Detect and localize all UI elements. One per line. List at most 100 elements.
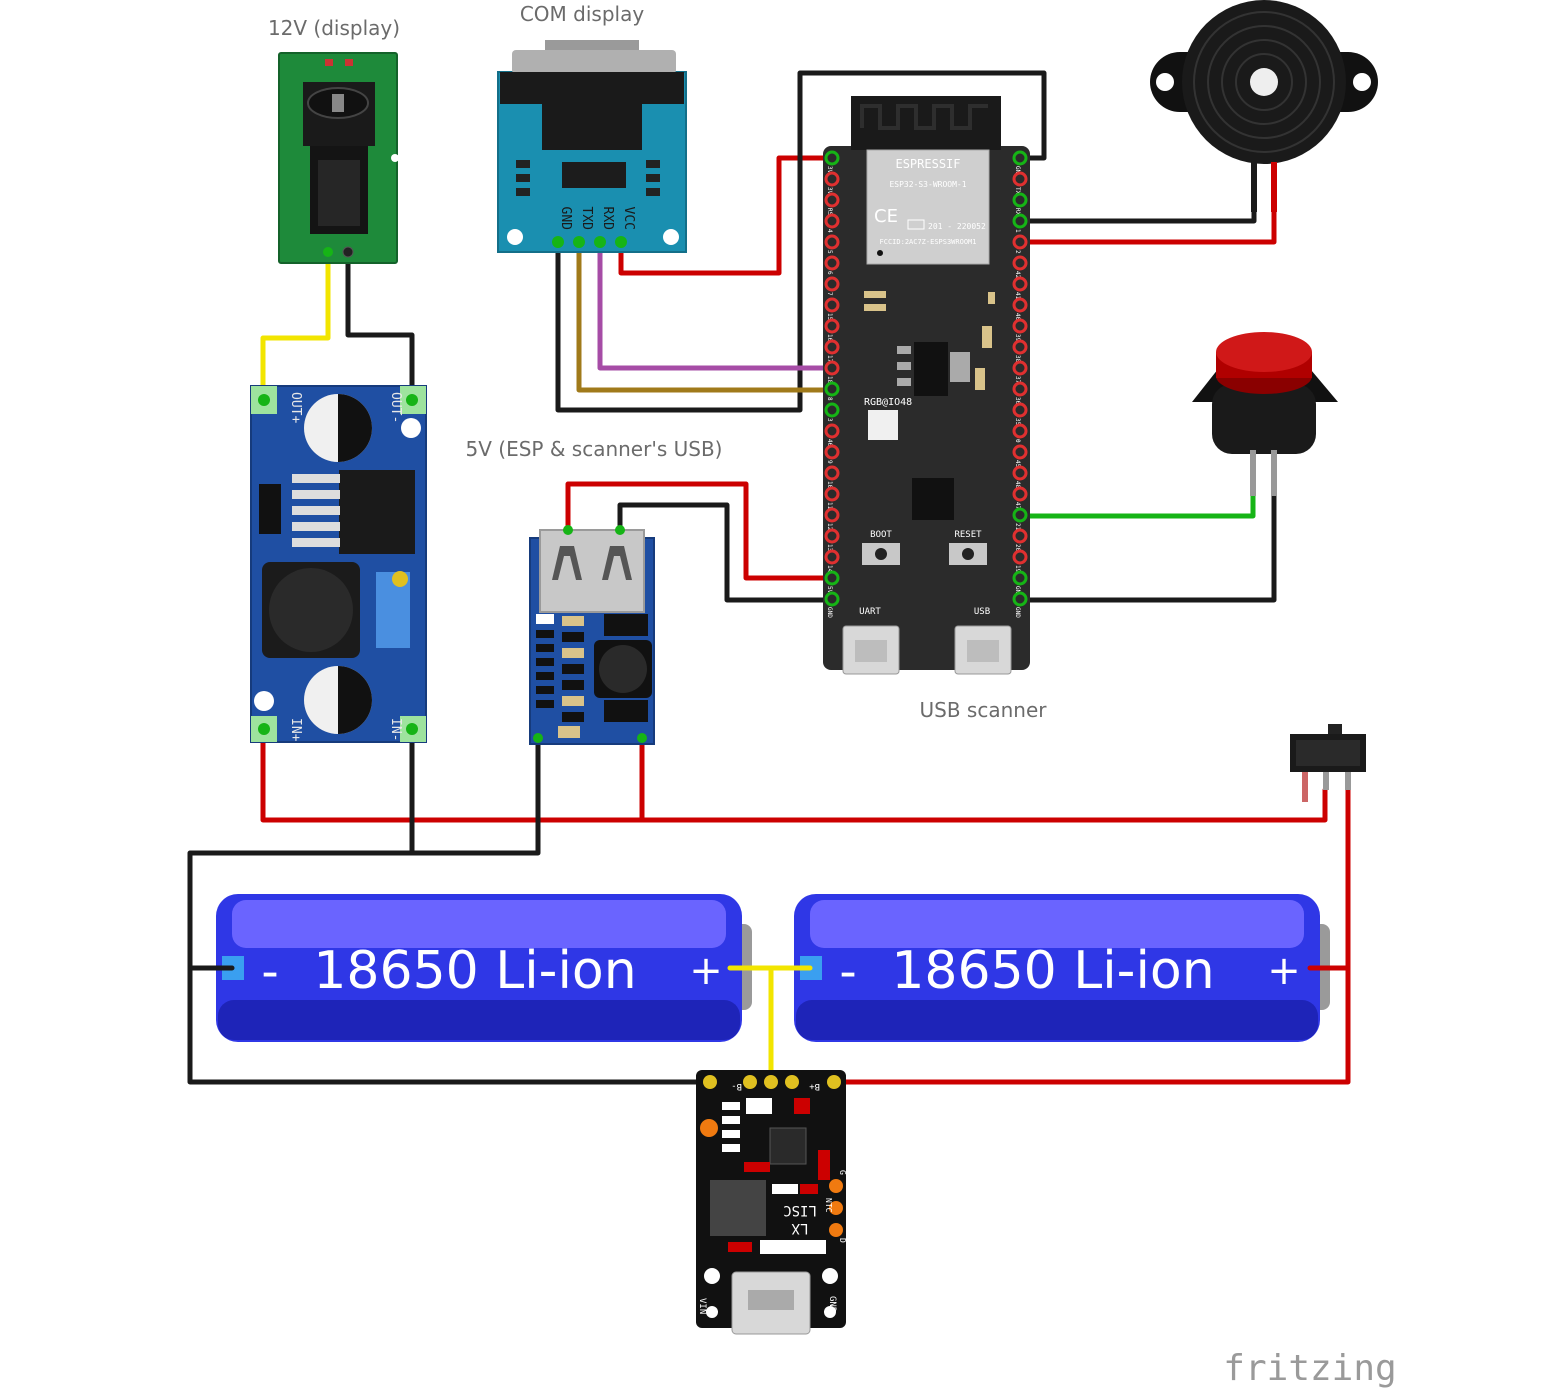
esp-pin-label-l-4: 5: [826, 250, 833, 254]
battery-2-neg: -: [839, 944, 856, 1000]
buck-pin-in-plus: IN+: [288, 718, 303, 742]
wire-purple-rxd: [597, 247, 835, 371]
esp-fcc: FCCID:2AC7Z-ESPS3WROOM1: [880, 238, 977, 246]
esp-boot-label: BOOT: [870, 530, 892, 540]
wire-yellow-12v: [260, 249, 331, 403]
rs232-pin-rxd: RXD: [600, 207, 615, 231]
esp-pin-r-7: [1012, 297, 1028, 313]
label-com-display: COM display: [520, 2, 645, 26]
esp-pin-l-20: [824, 570, 840, 586]
esp-pin-label-r-3: 1: [1014, 229, 1021, 233]
esp-pin-label-r-11: 36: [1014, 397, 1021, 405]
battery-2-label: 18650 Li-ion: [891, 941, 1214, 1001]
esp-pin-label-l-0: 3V3: [826, 166, 833, 177]
rs232-pin-txd: TXD: [579, 207, 594, 231]
esp-pin-label-r-19: 19: [1014, 565, 1021, 573]
battery-1-label: 18650 Li-ion: [313, 941, 636, 1001]
esp-pin-label-r-7: 40: [1014, 313, 1021, 321]
slide-switch[interactable]: [1290, 724, 1366, 802]
battery-2: - 18650 Li-ion +: [794, 894, 1330, 1042]
esp-pin-l-2: [824, 192, 840, 208]
esp-cert-icon: [907, 219, 925, 230]
esp-pin-r-17: [1012, 507, 1028, 523]
esp-right-header: GNDTXRX1242414039383736350454847212019GN…: [1012, 150, 1028, 618]
esp-pin-label-r-16: 47: [1014, 502, 1021, 510]
esp-pin-label-l-6: 7: [826, 292, 833, 296]
esp-pin-label-l-14: 9: [826, 460, 833, 464]
esp-pin-r-21: [1012, 591, 1028, 607]
wire-black-12v-gnd: [345, 249, 415, 403]
charger-side-ntc: NTC: [824, 1198, 833, 1213]
fritzing-watermark: fritzing: [1223, 1348, 1396, 1389]
esp-pin-l-4: [824, 234, 840, 250]
esp-pin-l-18: [824, 528, 840, 544]
esp-pin-l-13: [824, 423, 840, 439]
esp-pin-l-19: [824, 549, 840, 565]
battery-1-pos: +: [689, 948, 723, 994]
esp-pin-l-16: [824, 486, 840, 502]
esp-ce-mark: CE: [874, 206, 898, 227]
esp32-devkit: ESPRESSIF ESP32-S3-WROOM-1 CE 201 - 2200…: [823, 96, 1030, 675]
esp-uart-label: UART: [859, 607, 881, 617]
esp-pin-r-3: [1012, 213, 1028, 229]
esp-pin-label-l-11: 8: [826, 397, 833, 401]
wire-red-3v3: [618, 155, 835, 276]
wire-black-5v-gnd: [617, 502, 835, 603]
esp-pin-label-r-12: 35: [1014, 418, 1021, 426]
charger-bminus: B-: [731, 1081, 742, 1091]
esp-pin-l-6: [824, 276, 840, 292]
wire-red-bus: [260, 727, 1328, 823]
wire-green-button: [1017, 447, 1256, 519]
esp-pin-l-0: [824, 150, 840, 166]
esp-pin-r-11: [1012, 381, 1028, 397]
esp-pin-r-14: [1012, 444, 1028, 460]
esp-pin-r-0: [1012, 150, 1028, 166]
esp-pin-l-1: [824, 171, 840, 187]
esp-pin-l-3: [824, 213, 840, 229]
esp-pin-label-r-6: 41: [1014, 292, 1021, 300]
wire-black-rs232-gnd: [555, 70, 1047, 413]
esp-pin-label-l-3: 4: [826, 229, 833, 233]
esp-pin-label-l-16: 11: [826, 502, 833, 510]
esp-pin-l-15: [824, 465, 840, 481]
esp-pin-label-r-5: 42: [1014, 271, 1021, 279]
esp-pin-r-20: [1012, 570, 1028, 586]
esp-pin-r-19: [1012, 549, 1028, 565]
esp-pin-label-l-15: 10: [826, 481, 833, 489]
esp-pin-label-l-21: GND: [826, 607, 833, 618]
esp-pin-l-7: [824, 297, 840, 313]
charger-chip-lx: LX: [791, 1220, 808, 1236]
esp-pin-label-r-2: RX: [1014, 208, 1021, 216]
esp-pin-label-l-7: 15: [826, 313, 833, 321]
esp-pin-r-6: [1012, 276, 1028, 292]
esp-left-header: 3V33V3RST4567151617188346910111213145VGN…: [824, 150, 840, 618]
label-5v-esp: 5V (ESP & scanner's USB): [466, 437, 723, 461]
buck-pin-out-plus: OUT+: [288, 392, 303, 423]
buzzer: [1150, 0, 1378, 212]
boost-usb-module: [529, 525, 655, 745]
esp-module-name: ESP32-S3-WROOM-1: [889, 180, 966, 189]
esp-reset-label: RESET: [954, 530, 982, 540]
esp-pin-label-r-0: GND: [1014, 166, 1021, 177]
esp-pin-label-l-13: 46: [826, 439, 833, 447]
charger-module: B- B+ LISC LX G NTC D VIN GND: [696, 1070, 847, 1335]
label-usb-scanner: USB scanner: [920, 698, 1048, 722]
esp-pin-label-r-4: 2: [1014, 250, 1021, 254]
charger-chip-lisc: LISC: [783, 1202, 817, 1218]
battery-1: - 18650 Li-ion +: [216, 894, 752, 1042]
esp-pin-label-l-5: 6: [826, 271, 833, 275]
esp-pin-label-r-15: 48: [1014, 481, 1021, 489]
esp-pin-label-r-14: 45: [1014, 460, 1021, 468]
battery-1-neg: -: [261, 944, 278, 1000]
esp-pin-r-1: [1012, 171, 1028, 187]
esp-pin-label-r-9: 38: [1014, 355, 1021, 363]
push-button[interactable]: [1192, 332, 1338, 496]
esp-pin-label-l-20: 5V: [826, 586, 833, 594]
esp-pin-label-r-21: GND: [1014, 607, 1021, 618]
esp-pin-l-5: [824, 255, 840, 271]
esp-pin-r-4: [1012, 234, 1028, 250]
esp-pin-r-10: [1012, 360, 1028, 376]
charger-bplus: B+: [809, 1081, 820, 1091]
rs232-pin-gnd: GND: [558, 207, 573, 231]
